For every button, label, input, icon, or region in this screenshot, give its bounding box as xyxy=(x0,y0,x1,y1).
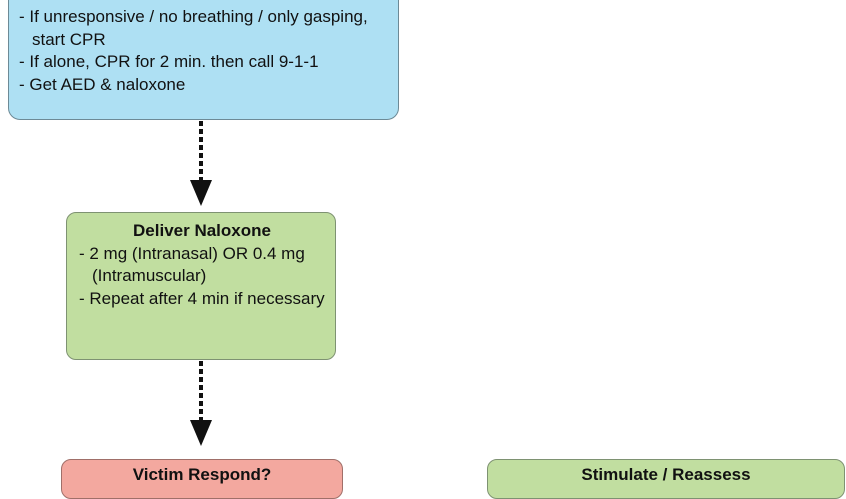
arrow-naloxone-to-victim xyxy=(190,361,212,446)
connector-layer xyxy=(190,121,212,446)
cpr-item-alone: - If alone, CPR for 2 min. then call 9-1… xyxy=(19,52,319,71)
stimulate-title: Stimulate / Reassess xyxy=(581,465,751,484)
naloxone-item-repeat: - Repeat after 4 min if necessary xyxy=(79,288,325,308)
deliver-naloxone-box: Deliver Naloxone - 2 mg (Intranasal) OR … xyxy=(66,212,336,360)
naloxone-title: Deliver Naloxone xyxy=(133,221,271,240)
naloxone-item-dose: - 2 mg (Intranasal) OR 0.4 mg (Intramusc… xyxy=(79,243,305,286)
cpr-instructions-box: - If unresponsive / no breathing / only … xyxy=(8,0,399,120)
cpr-item-aed: - Get AED & naloxone xyxy=(19,74,186,94)
cpr-item-unresponsive: - If unresponsive / no breathing / only … xyxy=(19,7,368,49)
arrow-cpr-to-naloxone xyxy=(190,121,212,206)
victim-title: Victim Respond? xyxy=(132,465,272,484)
stimulate-reassess-box: Stimulate / Reassess xyxy=(487,459,845,499)
victim-respond-box: Victim Respond? xyxy=(61,459,343,499)
